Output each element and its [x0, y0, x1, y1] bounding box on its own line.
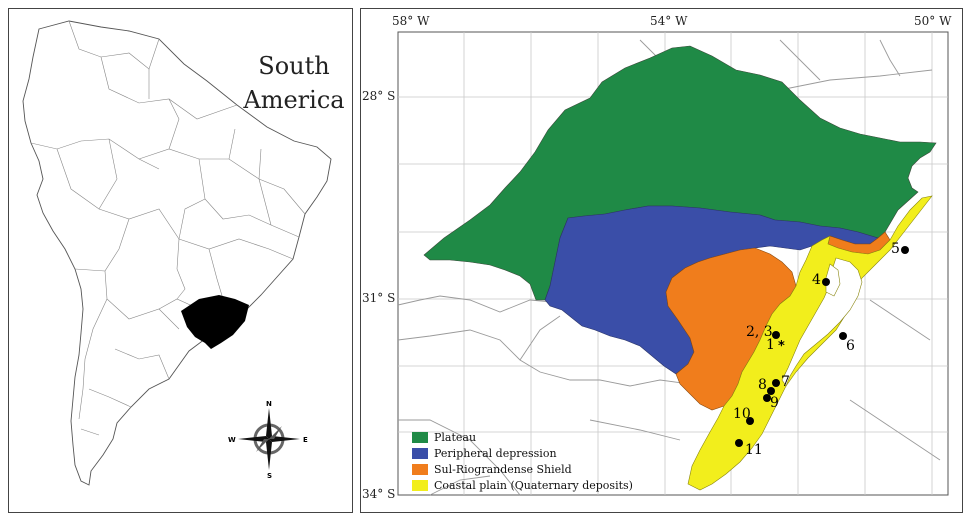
legend-swatch-peripheral-depression [412, 447, 428, 459]
latitude-label-31s: 31° S [362, 291, 396, 305]
inset-title-line1: South [258, 52, 330, 80]
site-marker-5 [901, 246, 909, 254]
inset-panel: South America N S E W [8, 8, 353, 513]
map-legend: Plateau Peripheral depression Sul-Riogra… [412, 430, 633, 494]
longitude-label-58w: 58° W [392, 14, 430, 28]
lagoon-water-body [781, 257, 863, 387]
site-marker-9 [763, 394, 771, 402]
site-label-10: 10 [733, 406, 751, 422]
site-marker-10 [746, 417, 754, 425]
legend-item-coastal-plain: Coastal plain (Quaternary deposits) [412, 478, 633, 492]
site-marker-8 [767, 387, 775, 395]
site-label-9: 9 [770, 395, 779, 411]
latitude-label-28s: 28° S [362, 89, 396, 103]
legend-item-plateau: Plateau [412, 430, 633, 444]
compass-rose-icon [238, 408, 300, 470]
site-markers [735, 246, 909, 447]
latitude-label-34s: 34° S [362, 487, 396, 501]
legend-swatch-coastal-plain [412, 479, 428, 491]
south-america-outline [22, 20, 332, 486]
site-label-4: 4 [812, 272, 821, 288]
site-marker-11 [735, 439, 743, 447]
site-label-2-3: 2, 3 [746, 324, 773, 340]
site-label-11: 11 [745, 442, 763, 458]
site-label-1: 1 [766, 337, 775, 353]
site-label-8: 8 [758, 377, 767, 393]
compass-south-label: S [267, 472, 273, 480]
legend-swatch-plateau [412, 431, 428, 443]
site-label-6: 6 [846, 338, 855, 354]
site-marker-6 [839, 332, 847, 340]
longitude-label-54w: 54° W [650, 14, 688, 28]
inset-title-line2: America [243, 86, 345, 114]
site-marker-1-star: * [778, 339, 785, 354]
longitude-label-50w: 50° W [914, 14, 952, 28]
country-borders [30, 20, 306, 436]
compass-west-label: W [228, 436, 236, 444]
compass-north-label: N [266, 400, 272, 408]
legend-label-peripheral-depression: Peripheral depression [434, 446, 557, 460]
site-marker-7 [772, 379, 780, 387]
legend-swatch-shield [412, 463, 428, 475]
legend-label-plateau: Plateau [434, 430, 477, 444]
legend-item-shield: Sul-Riograndense Shield [412, 462, 633, 476]
south-america-map [22, 20, 332, 486]
legend-item-peripheral-depression: Peripheral depression [412, 446, 633, 460]
compass-east-label: E [303, 436, 308, 444]
legend-label-shield: Sul-Riograndense Shield [434, 462, 572, 476]
study-state-highlight [181, 295, 249, 349]
legend-label-coastal-plain: Coastal plain (Quaternary deposits) [434, 478, 633, 492]
site-label-5: 5 [891, 241, 900, 257]
inset-title: South America [234, 49, 354, 117]
site-marker-2-3 [772, 331, 780, 339]
site-label-7: 7 [781, 374, 790, 390]
map-frame [397, 31, 949, 496]
site-marker-4 [822, 278, 830, 286]
